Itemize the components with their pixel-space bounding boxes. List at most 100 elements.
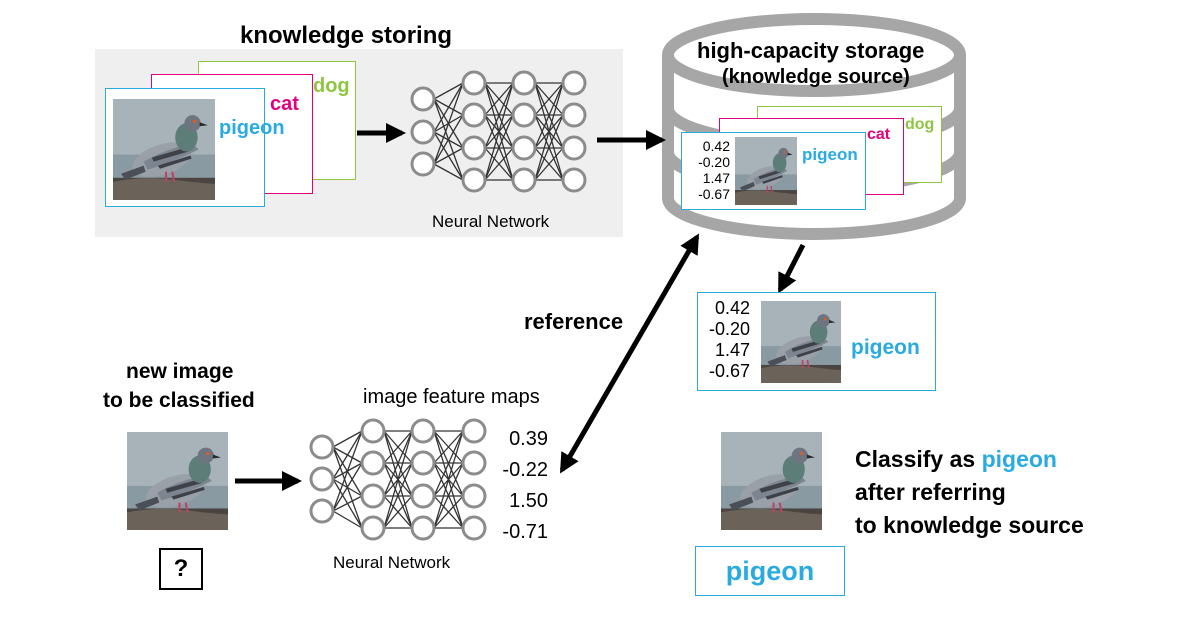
network-connection [383,430,413,464]
storage-cylinder [662,55,966,240]
network-connection [332,430,363,480]
storage-title: high-capacity storage [697,38,925,63]
network-node [410,450,436,476]
network-connection [484,82,514,149]
network-node [511,102,537,128]
network-node [461,167,487,193]
knowledge-storing-title: knowledge storing [240,22,453,49]
network-connection [433,430,464,464]
network-connection [484,82,514,181]
neural-network-bottom [309,418,487,541]
network-node [360,418,386,444]
storage-label-cat: cat [867,126,891,143]
network-connection [433,163,464,181]
network-node [410,86,436,112]
query-feature-value: -0.22 [502,459,548,481]
network-connection [433,82,464,133]
query-feature-value: 1.50 [509,490,548,512]
network-node [360,450,386,476]
network-node [561,135,587,161]
network-node [511,167,537,193]
network-connection [534,82,564,116]
retrieved-feature-value: -0.20 [708,319,750,339]
network-node [309,466,335,492]
network-node [461,418,487,444]
network-node [309,498,335,524]
retrieved-label: pigeon [851,336,920,359]
label-dog: dog [313,75,350,97]
network-connection [383,462,413,529]
network-connection [332,462,363,512]
storage-label-pigeon: pigeon [802,145,858,164]
storage-label-dog: dog [905,116,935,133]
network-node [410,418,436,444]
network-node [309,434,335,460]
network-node [461,515,487,541]
network-connection [534,114,564,181]
network-node [461,450,487,476]
network-node [410,151,436,177]
label-cat: cat [270,93,299,115]
network-node [360,483,386,509]
network-connection [433,430,464,529]
label-pigeon: pigeon [219,117,285,139]
storage-feature-value: -0.67 [698,186,730,202]
network-connection [332,495,363,512]
network-connection [484,147,514,181]
network-node [461,70,487,96]
neural-network-top [410,70,587,193]
reference-label: reference [524,309,624,334]
output-label-box: pigeon [695,546,845,596]
network-node [511,70,537,96]
storage-subtitle: (knowledge source) [722,66,910,88]
network-node [410,119,436,145]
query-title: new image [126,360,234,383]
storage-features: 0.42 -0.20 1.47 -0.67 [690,138,730,202]
network-node [360,515,386,541]
network-connection [383,495,413,529]
network-connection [433,82,464,100]
network-connection [433,430,464,497]
storage-feature-value: -0.20 [698,154,730,170]
storage-feature-value: 1.47 [702,170,730,186]
query-features: 0.39 -0.22 1.50 -0.71 [490,424,548,548]
network-connection [383,430,413,497]
query-feature-value: -0.71 [502,521,548,543]
network-connection [332,430,363,448]
query-pigeon-image [127,432,228,530]
network-connection [383,430,413,529]
network-node [461,102,487,128]
result-line-1: Classify as pigeon [855,446,1057,473]
network-label-top: Neural Network [432,212,550,231]
network-connection [534,82,564,149]
network-node [561,102,587,128]
network-node [461,483,487,509]
network-connection [433,462,464,529]
network-connection [484,114,514,181]
network-connection [433,147,464,165]
retrieved-features: 0.42 -0.20 1.47 -0.67 [700,298,750,382]
network-node [561,70,587,96]
result-pigeon-image [721,432,822,530]
result-line-2: after referring [855,479,1006,505]
feature-maps-label: image feature maps [363,386,540,408]
network-node [511,135,537,161]
network-node [410,483,436,509]
network-node [561,167,587,193]
network-node [461,135,487,161]
unknown-label-box: ? [159,548,203,590]
query-subtitle: to be classified [103,389,255,412]
arrow-reference [559,233,700,474]
storage-pigeon-image [735,137,797,205]
network-connection [534,147,564,181]
retrieved-feature-value: -0.67 [708,361,750,381]
network-connection [534,82,564,181]
network-label-bottom: Neural Network [333,553,451,572]
storage-top [662,13,966,97]
result-class-label: pigeon [981,446,1057,472]
result-prefix: Classify as [855,446,982,472]
retrieved-feature-value: 1.47 [714,340,750,360]
network-connection [332,510,363,529]
network-connection [433,114,464,165]
